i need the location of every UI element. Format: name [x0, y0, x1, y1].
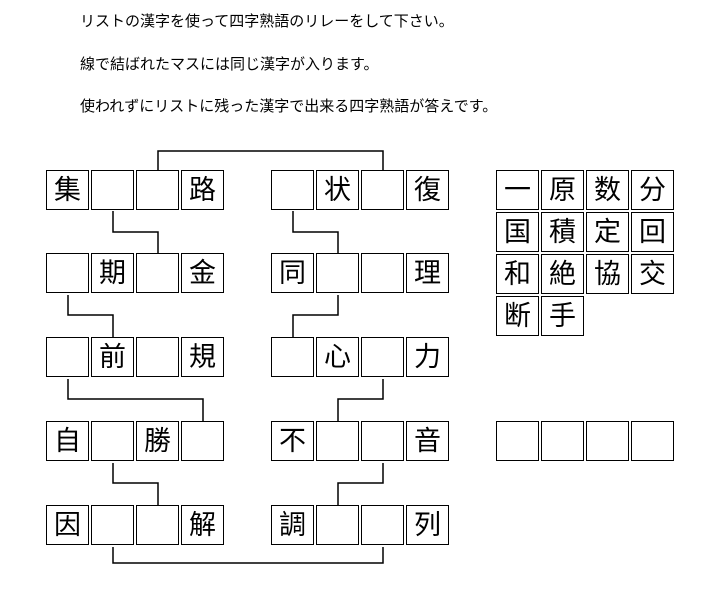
kanji-list-cell[interactable]: 交 [631, 254, 674, 294]
right-grid-cell[interactable] [316, 253, 359, 293]
right-grid-cell[interactable] [361, 505, 404, 545]
right-grid-cell: 心 [316, 337, 359, 377]
left-grid-cell: 集 [46, 170, 89, 210]
right-grid-cell[interactable] [361, 253, 404, 293]
left-grid-cell: 期 [91, 253, 134, 293]
kanji-list-cell[interactable]: 数 [586, 170, 629, 210]
instruction-line-3: 使われずにリストに残った漢字で出来る四字熟語が答えです。 [80, 97, 498, 115]
right-grid-cell: 同 [271, 253, 314, 293]
instruction-line-2: 線で結ばれたマスには同じ漢字が入ります。 [80, 55, 379, 73]
right-grid-cell: 力 [406, 337, 449, 377]
left-grid-cell[interactable] [46, 253, 89, 293]
kanji-list-cell[interactable]: 原 [541, 170, 584, 210]
connector-line [337, 379, 384, 421]
left-grid-cell[interactable] [181, 421, 224, 461]
left-grid-cell[interactable] [136, 505, 179, 545]
left-grid-cell: 解 [181, 505, 224, 545]
left-grid-cell[interactable] [136, 253, 179, 293]
answer-cell[interactable] [586, 421, 629, 461]
instruction-line-1: リストの漢字を使って四字熟語のリレーをして下さい。 [80, 12, 454, 30]
right-grid-cell[interactable] [361, 421, 404, 461]
left-grid-cell: 金 [181, 253, 224, 293]
left-grid-cell[interactable] [91, 421, 134, 461]
connector-line [292, 295, 339, 337]
right-grid-cell: 復 [406, 170, 449, 210]
left-grid-cell[interactable] [136, 337, 179, 377]
connector-line [112, 547, 384, 564]
connector-line [112, 463, 159, 505]
answer-cell[interactable] [541, 421, 584, 461]
left-grid-cell: 規 [181, 337, 224, 377]
right-grid-cell[interactable] [271, 170, 314, 210]
right-grid-cell: 不 [271, 421, 314, 461]
right-grid-cell[interactable] [361, 170, 404, 210]
right-grid-cell[interactable] [316, 505, 359, 545]
connector-line [112, 211, 159, 253]
left-grid-cell: 勝 [136, 421, 179, 461]
kanji-list-cell[interactable]: 定 [586, 212, 629, 252]
left-grid-cell: 路 [181, 170, 224, 210]
kanji-list-cell[interactable]: 回 [631, 212, 674, 252]
right-grid-cell[interactable] [361, 337, 404, 377]
connector-line [157, 150, 384, 171]
left-grid-cell[interactable] [91, 505, 134, 545]
right-grid-cell: 状 [316, 170, 359, 210]
left-grid-cell[interactable] [91, 170, 134, 210]
kanji-list-cell[interactable]: 分 [631, 170, 674, 210]
left-grid-cell: 前 [91, 337, 134, 377]
connector-line [337, 463, 384, 505]
right-grid-cell[interactable] [271, 337, 314, 377]
left-grid-cell[interactable] [136, 170, 179, 210]
connector-line [292, 211, 339, 253]
kanji-list-cell[interactable]: 和 [496, 254, 539, 294]
kanji-list-cell[interactable]: 絶 [541, 254, 584, 294]
kanji-list-cell[interactable]: 断 [496, 296, 539, 336]
kanji-list-cell[interactable]: 手 [541, 296, 584, 336]
right-grid-cell: 調 [271, 505, 314, 545]
left-grid-cell: 自 [46, 421, 89, 461]
answer-cell[interactable] [496, 421, 539, 461]
right-grid-cell: 音 [406, 421, 449, 461]
connector-line [67, 295, 114, 337]
right-grid-cell[interactable] [316, 421, 359, 461]
left-grid-cell: 因 [46, 505, 89, 545]
answer-cell[interactable] [631, 421, 674, 461]
kanji-list-cell[interactable]: 一 [496, 170, 539, 210]
kanji-list-cell[interactable]: 国 [496, 212, 539, 252]
kanji-list-cell[interactable]: 協 [586, 254, 629, 294]
right-grid-cell: 列 [406, 505, 449, 545]
connector-line [67, 379, 204, 421]
left-grid-cell[interactable] [46, 337, 89, 377]
right-grid-cell: 理 [406, 253, 449, 293]
kanji-list-cell[interactable]: 積 [541, 212, 584, 252]
